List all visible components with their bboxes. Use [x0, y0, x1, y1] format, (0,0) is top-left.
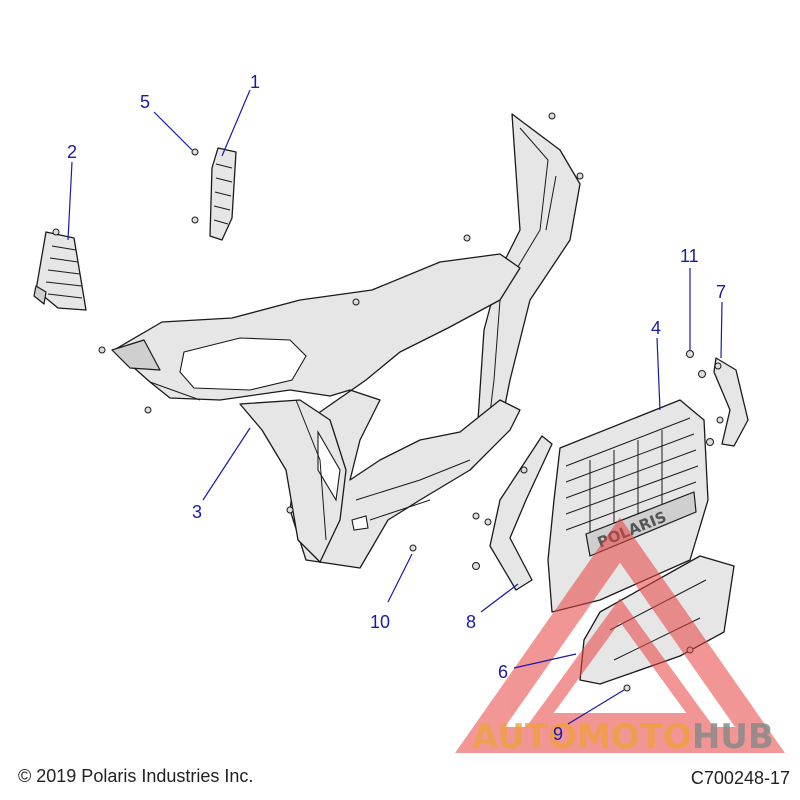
leader-lines: [67, 89, 723, 725]
watermark-brand-orange: AUTOMOTO: [472, 717, 692, 757]
leader-4: [656, 337, 661, 411]
fastener-bolt: [548, 112, 556, 120]
part-1-vent-strip: [209, 147, 237, 241]
fastener-bolt: [484, 518, 492, 526]
part-4-grille: POLARIS: [547, 399, 709, 613]
figure-code: C700248-17: [690, 768, 790, 788]
callout-6: 6: [498, 662, 508, 682]
leader-2: [67, 161, 73, 241]
fastener-bolt: [352, 298, 360, 306]
leader-10: [387, 553, 413, 603]
callout-1: 1: [250, 72, 260, 92]
fastener-bolt: [286, 506, 294, 514]
leader-5: [153, 111, 193, 151]
copyright-text: © 2019 Polaris Industries Inc.: [18, 766, 254, 786]
callout-11: 11: [680, 246, 699, 266]
leader-8: [480, 583, 519, 613]
watermark-brand: AUTOMOTOHUB: [472, 717, 774, 757]
callout-8: 8: [466, 612, 476, 632]
fastener-bolt: [472, 512, 480, 520]
part-8-left-trim: [489, 435, 553, 591]
fastener-bolt: [714, 362, 722, 370]
fastener-bolt: [98, 346, 106, 354]
fastener-nut: [706, 438, 714, 446]
leader-1: [221, 89, 251, 157]
callout-7: 7: [716, 282, 726, 302]
fastener-nut: [686, 350, 694, 358]
fastener-bolt: [520, 466, 528, 474]
leader-6: [513, 653, 577, 669]
leader-3: [202, 427, 251, 501]
callout-5: 5: [140, 92, 150, 112]
fastener-bolt: [576, 172, 584, 180]
fastener-nut: [472, 562, 480, 570]
fastener-bolt: [144, 406, 152, 414]
watermark-triangle: [455, 517, 785, 753]
callout-3: 3: [192, 502, 202, 522]
fastener-bolt: [623, 684, 631, 692]
fastener-bolt: [463, 234, 471, 242]
watermark: [455, 517, 785, 753]
callouts: 1 2 3 4 5 6 7 8 9 10 11: [67, 72, 726, 744]
fasteners: [52, 112, 724, 692]
watermark-triangle-inner: [526, 598, 714, 727]
fastener-bolt: [191, 216, 199, 224]
part-7-right-trim: [713, 357, 749, 447]
fastener-nut: [698, 370, 706, 378]
fastener-bolt: [409, 544, 417, 552]
leader-9: [567, 689, 625, 725]
callout-2: 2: [67, 142, 77, 162]
callout-10: 10: [370, 612, 390, 632]
fastener-bolt: [52, 228, 60, 236]
watermark-brand-gray: HUB: [692, 717, 774, 757]
part-3-front-bumper-frame: [111, 113, 581, 569]
leader-7: [720, 301, 723, 359]
fastener-bolt: [716, 416, 724, 424]
fastener-bolt: [191, 148, 199, 156]
callout-4: 4: [651, 318, 661, 338]
part-2-side-vent: [33, 231, 87, 311]
callout-9: 9: [553, 724, 563, 744]
